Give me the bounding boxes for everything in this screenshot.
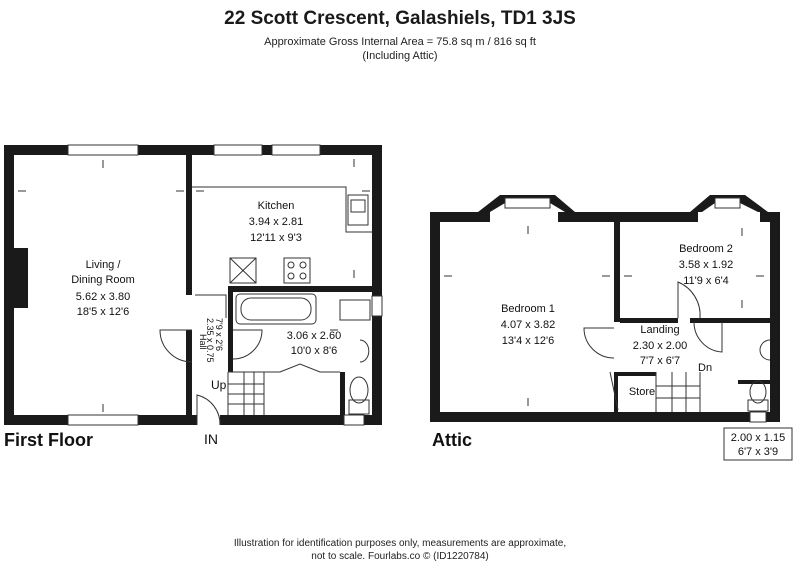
gross-area: Approximate Gross Internal Area = 75.8 s… bbox=[264, 36, 536, 48]
bathroom-metric: 3.06 x 2.60 bbox=[287, 330, 341, 342]
landing-imperial: 7'7 x 6'7 bbox=[640, 355, 680, 367]
landing-metric: 2.30 x 2.00 bbox=[633, 340, 687, 352]
first-floor-stairs bbox=[227, 363, 340, 415]
attic-windows bbox=[504, 197, 767, 423]
ensuite-metric: 2.00 x 1.15 bbox=[731, 432, 785, 444]
store-label: Store bbox=[629, 386, 655, 398]
area-note: (Including Attic) bbox=[362, 50, 438, 62]
first-floor-windows bbox=[67, 144, 383, 426]
ensuite-dimension-box bbox=[723, 427, 793, 461]
hall-metric: 2.35 x 0.75 bbox=[205, 318, 215, 363]
ensuite-basin bbox=[759, 339, 771, 361]
attic-walls bbox=[430, 195, 780, 422]
kitchen-imperial: 12'11 x 9'3 bbox=[250, 232, 302, 244]
bathroom-imperial: 10'0 x 8'6 bbox=[291, 345, 337, 357]
kitchen-name: Kitchen bbox=[258, 200, 295, 212]
bedroom1-imperial: 13'4 x 12'6 bbox=[502, 335, 555, 347]
toilet bbox=[349, 376, 369, 404]
hob bbox=[283, 257, 311, 284]
bedroom2-metric: 3.58 x 1.92 bbox=[679, 259, 733, 271]
landing-name: Landing bbox=[640, 324, 679, 336]
attic-plan bbox=[430, 195, 780, 423]
attic-label: Attic bbox=[432, 430, 472, 450]
kitchen-sink bbox=[347, 194, 369, 226]
kitchen-unit bbox=[229, 257, 257, 284]
first-floor-plan bbox=[4, 144, 383, 426]
bathroom-door bbox=[232, 329, 263, 360]
disclaimer-line-1: Illustration for identification purposes… bbox=[233, 538, 567, 549]
living-door bbox=[159, 329, 193, 363]
dimension-lines bbox=[18, 159, 370, 412]
hall-imperial: 7'9 x 2'6 bbox=[214, 318, 224, 351]
ensuite-imperial: 6'7 x 3'9 bbox=[738, 446, 778, 458]
kitchen-worktop bbox=[192, 186, 372, 233]
entrance-door bbox=[196, 394, 221, 426]
basin bbox=[359, 339, 370, 363]
entrance-label: IN bbox=[204, 431, 218, 447]
bedroom2-door bbox=[677, 281, 701, 319]
living-name-2: Dining Room bbox=[71, 274, 135, 286]
bedroom1-name: Bedroom 1 bbox=[501, 303, 555, 315]
living-name-1: Living / bbox=[86, 259, 122, 271]
hall-name: Hall bbox=[198, 334, 208, 350]
bathtub bbox=[235, 293, 317, 325]
ensuite-door bbox=[693, 321, 723, 353]
bathroom-unit bbox=[339, 299, 371, 321]
bedroom2-imperial: 11'9 x 6'4 bbox=[683, 275, 729, 287]
attic-stairs bbox=[609, 371, 701, 412]
ensuite-toilet bbox=[749, 380, 767, 404]
first-floor-label: First Floor bbox=[4, 430, 93, 450]
bedroom1-door bbox=[583, 327, 615, 359]
bedroom2-name: Bedroom 2 bbox=[679, 243, 733, 255]
living-metric: 5.62 x 3.80 bbox=[76, 291, 130, 303]
bedroom1-metric: 4.07 x 3.82 bbox=[501, 319, 555, 331]
attic-dimension-lines bbox=[444, 226, 764, 406]
stairs-up-label: Up bbox=[211, 378, 227, 392]
disclaimer-line-2: not to scale. Fourlabs.co © (ID1220784) bbox=[311, 551, 489, 562]
kitchen-metric: 3.94 x 2.81 bbox=[249, 216, 303, 228]
stairs-down-label: Dn bbox=[698, 362, 712, 374]
plan-title: 22 Scott Crescent, Galashiels, TD1 3JS bbox=[224, 8, 576, 29]
living-imperial: 18'5 x 12'6 bbox=[77, 306, 130, 318]
